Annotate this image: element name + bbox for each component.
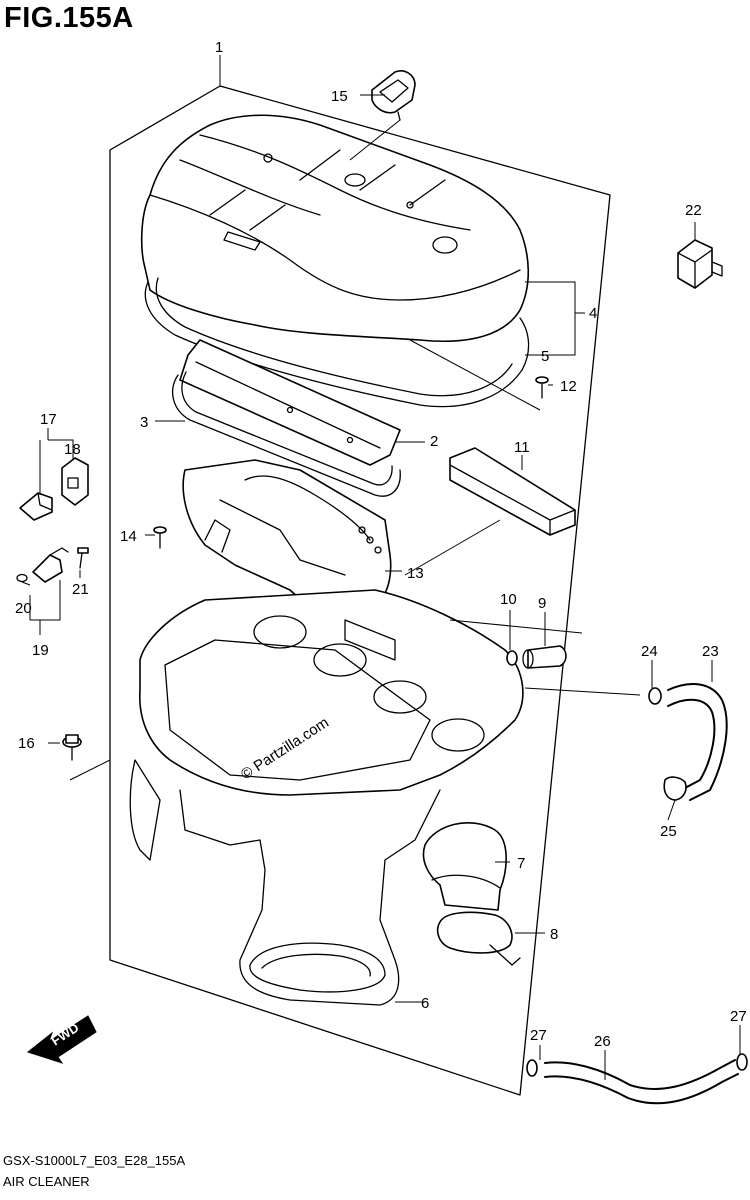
callout-21: 21 [72, 581, 89, 598]
part-lower-airbox[interactable] [129, 589, 524, 1006]
callout-8: 8 [550, 926, 558, 943]
leader-lines [21, 55, 741, 1080]
part-sponge-block[interactable] [449, 447, 576, 536]
part-sensor-19[interactable] [16, 547, 89, 583]
callout-25: 25 [660, 823, 677, 840]
section-name: AIR CLEANER [3, 1174, 90, 1189]
callout-11: 11 [514, 439, 530, 456]
part-filter-element[interactable] [179, 339, 401, 466]
callout-12: 12 [560, 378, 577, 395]
callout-22: 22 [685, 202, 702, 219]
callout-labels: 1 2 3 4 5 6 7 8 9 10 11 12 13 14 15 16 1… [15, 39, 747, 1050]
callout-9: 9 [538, 595, 546, 612]
figure-title: FIG.155A [4, 2, 134, 34]
callout-15: 15 [331, 88, 348, 105]
callout-18: 18 [64, 441, 81, 458]
callout-10: 10 [500, 591, 517, 608]
part-upper-cover[interactable] [140, 114, 530, 343]
callout-24: 24 [641, 643, 658, 660]
callout-20: 20 [15, 600, 32, 617]
assembly-frame [109, 85, 611, 1096]
callout-16: 16 [18, 735, 35, 752]
part-screw-14[interactable] [153, 526, 167, 549]
callout-26: 26 [594, 1033, 611, 1050]
part-rubber-cap[interactable] [371, 70, 416, 121]
callout-19: 19 [32, 642, 49, 659]
callout-3: 3 [140, 414, 148, 431]
callout-7: 7 [517, 855, 525, 872]
callout-27-left: 27 [530, 1027, 547, 1044]
part-air-duct[interactable] [182, 459, 392, 606]
part-long-hose-26[interactable] [526, 1053, 748, 1105]
part-bolt-16[interactable] [62, 734, 82, 761]
diagram-code: GSX-S1000L7_E03_E28_155A [3, 1153, 186, 1168]
part-sensor-17[interactable] [19, 457, 89, 521]
part-drain-hose-23[interactable] [648, 683, 728, 801]
callout-5: 5 [541, 348, 549, 365]
callout-6: 6 [421, 995, 429, 1012]
callout-2: 2 [430, 433, 438, 450]
part-sensor-22[interactable] [677, 239, 723, 289]
callout-4: 4 [589, 305, 597, 322]
callout-13: 13 [407, 565, 424, 582]
part-funnel-clamp[interactable] [436, 911, 521, 966]
part-screw-12[interactable] [535, 376, 549, 399]
part-filter-gasket[interactable] [172, 371, 401, 497]
callout-17: 17 [40, 411, 57, 428]
callout-14: 14 [120, 528, 137, 545]
callout-1: 1 [215, 39, 223, 56]
part-cover-seal[interactable] [144, 277, 530, 408]
part-short-hose-9[interactable] [506, 645, 567, 669]
callout-23: 23 [702, 643, 719, 660]
fwd-direction-arrow: FWD [26, 1015, 97, 1064]
callout-27-right: 27 [730, 1008, 747, 1025]
part-intake-funnel[interactable] [422, 822, 507, 911]
